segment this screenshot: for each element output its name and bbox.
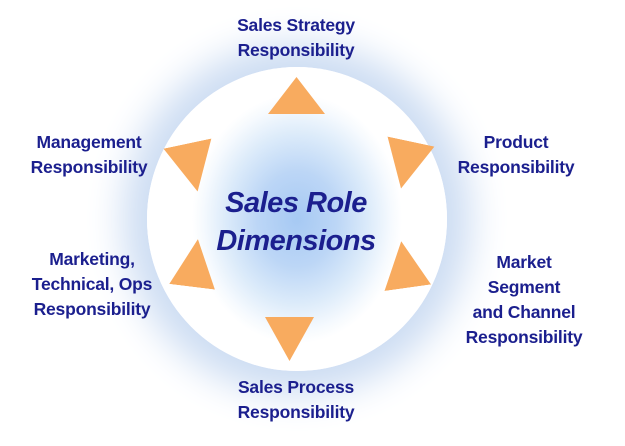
label-sales-process: Sales Process Responsibility: [237, 377, 355, 422]
label-product: Product Responsibility: [457, 132, 575, 177]
label-management: Management Responsibility: [30, 132, 148, 177]
label-market-segment: Market Segment and Channel Responsibilit…: [465, 252, 583, 347]
diagram-center-title: Sales Role Dimensions: [216, 187, 376, 257]
label-marketing-technical-ops: Marketing, Technical, Ops Responsibility: [31, 249, 153, 319]
label-sales-strategy: Sales Strategy Responsibility: [237, 15, 355, 60]
